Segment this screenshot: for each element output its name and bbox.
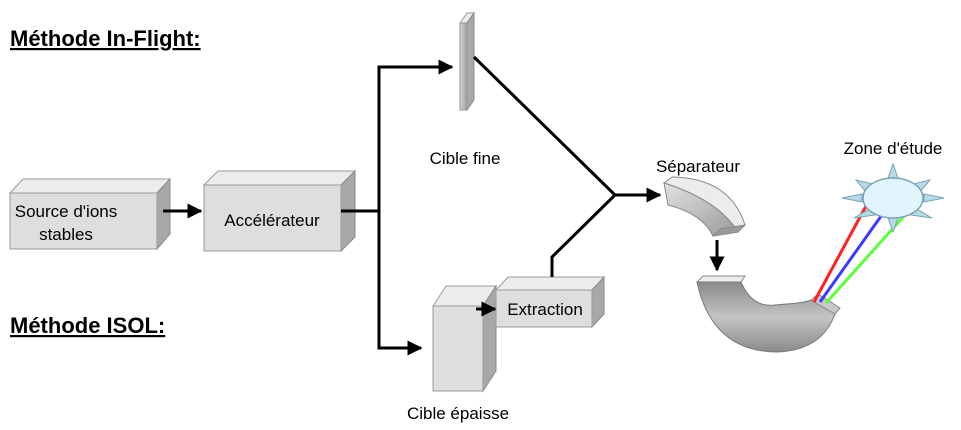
beam-line-from-cible-fine [472, 55, 617, 197]
beam-line-from-extraction [550, 193, 617, 277]
arrow-to-cible-epaisse [377, 211, 423, 356]
source-box: Source d'ions stables [8, 177, 172, 251]
zone-etude-star [841, 162, 945, 234]
arrow-to-cible-fine [377, 59, 454, 211]
dipole-magnet [695, 275, 841, 353]
extraction-label: Extraction [507, 300, 583, 319]
label-separateur: Séparateur [656, 157, 740, 176]
accelerateur-box: Accélérateur [202, 169, 357, 253]
label-zone-etude: Zone d'étude [844, 139, 943, 158]
separateur-magnet [662, 176, 747, 237]
title-in-flight: Méthode In-Flight: [10, 26, 201, 51]
beam-red [812, 205, 868, 303]
extraction-box: Extraction [494, 275, 606, 329]
cible-fine-target [459, 11, 475, 112]
label-cible-fine: Cible fine [430, 149, 501, 168]
beam-green [824, 214, 906, 305]
source-label-line1: Source d'ions [15, 202, 117, 221]
title-isol: Méthode ISOL: [10, 313, 165, 338]
beam-blue [818, 211, 886, 303]
source-label-line2: stables [39, 225, 93, 244]
accelerateur-label: Accélérateur [224, 211, 320, 230]
cible-epaisse-target [432, 284, 497, 393]
label-cible-epaisse: Cible épaisse [407, 404, 509, 423]
